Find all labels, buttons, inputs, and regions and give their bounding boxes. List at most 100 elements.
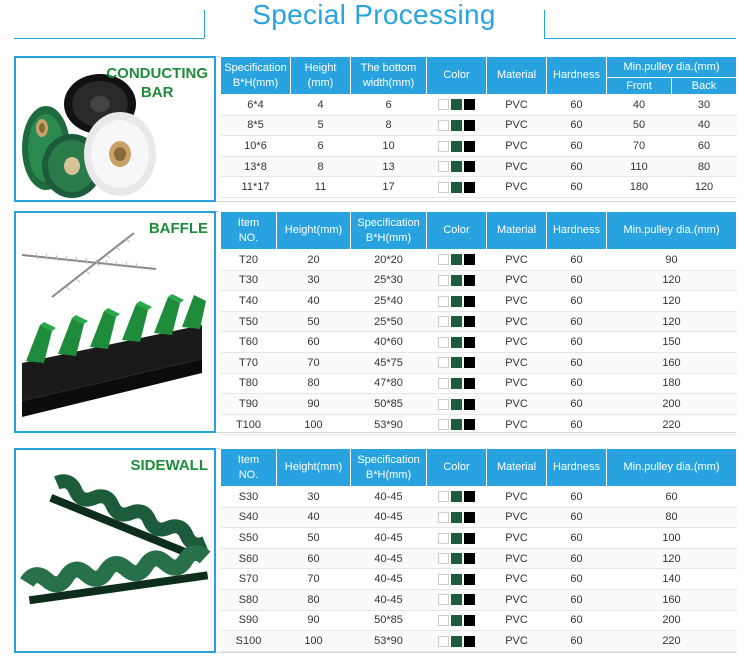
header-color: Color: [426, 448, 487, 487]
cell-hardness: 60: [546, 589, 607, 611]
cell-material: PVC: [486, 290, 547, 312]
color-swatch-green: [451, 357, 462, 369]
cell-min-pulley: 80: [606, 507, 737, 529]
cell-front: 50: [606, 115, 672, 137]
cell-front: 110: [606, 156, 672, 178]
sidewall-label: SIDEWALL: [130, 457, 209, 474]
cell-specification: 6*4: [220, 94, 291, 116]
cell-min-pulley: 180: [606, 373, 737, 395]
cell-back: 60: [671, 135, 737, 157]
color-swatch-white: [438, 553, 449, 565]
color-swatches: [426, 507, 487, 529]
cell-hardness: 60: [546, 135, 607, 157]
cell-material: PVC: [486, 630, 547, 652]
cell-hardness: 60: [546, 94, 607, 116]
cell-item-no: T70: [220, 352, 277, 374]
cell-material: PVC: [486, 507, 547, 529]
cell-bottom-width: 6: [350, 94, 427, 116]
cell-hardness: 60: [546, 115, 607, 137]
cell-material: PVC: [486, 156, 547, 178]
cell-material: PVC: [486, 311, 547, 333]
color-swatches: [426, 135, 487, 157]
cell-specification: 25*30: [350, 270, 427, 292]
color-swatch-green: [451, 336, 462, 348]
cell-height: 60: [276, 548, 351, 570]
cell-item-no: S90: [220, 610, 277, 632]
color-swatches: [426, 373, 487, 395]
cell-hardness: 60: [546, 568, 607, 590]
cell-material: PVC: [486, 373, 547, 395]
cell-item-no: S100: [220, 630, 277, 652]
cell-height: 30: [276, 486, 351, 508]
cell-hardness: 60: [546, 270, 607, 292]
cell-hardness: 60: [546, 331, 607, 353]
color-swatch-white: [438, 419, 449, 431]
cell-bottom-width: 13: [350, 156, 427, 178]
color-swatch-white: [438, 254, 449, 266]
cell-specification: 25*50: [350, 311, 427, 333]
cell-hardness: 60: [546, 352, 607, 374]
header-material: Material: [486, 448, 547, 487]
color-swatch-white: [438, 532, 449, 544]
cell-material: PVC: [486, 589, 547, 611]
cell-height: 90: [276, 610, 351, 632]
color-swatches: [426, 352, 487, 374]
color-swatches: [426, 414, 487, 436]
color-swatch-green: [451, 553, 462, 565]
cell-material: PVC: [486, 176, 547, 198]
color-swatch-white: [438, 594, 449, 606]
title-tick-right: [544, 10, 545, 38]
cell-material: PVC: [486, 270, 547, 292]
cell-height: 100: [276, 630, 351, 652]
color-swatch-white: [438, 140, 449, 152]
cell-specification: 40-45: [350, 568, 427, 590]
color-swatch-black: [464, 181, 475, 193]
cell-specification: 40-45: [350, 527, 427, 549]
cell-specification: 10*6: [220, 135, 291, 157]
color-swatch-white: [438, 119, 449, 131]
cell-height: 40: [276, 507, 351, 529]
color-swatch-black: [464, 398, 475, 410]
color-swatch-black: [464, 99, 475, 111]
color-swatch-green: [451, 398, 462, 410]
cell-back: 40: [671, 115, 737, 137]
conducting-bar-image: CONDUCTING BAR: [14, 56, 216, 202]
cell-hardness: 60: [546, 311, 607, 333]
color-swatch-green: [451, 511, 462, 523]
header-height: Height(mm): [290, 56, 351, 95]
color-swatch-green: [451, 377, 462, 389]
cell-specification: 13*8: [220, 156, 291, 178]
color-swatch-black: [464, 274, 475, 286]
color-swatches: [426, 393, 487, 415]
color-swatch-black: [464, 140, 475, 152]
cell-min-pulley: 60: [606, 486, 737, 508]
cell-height: 70: [276, 352, 351, 374]
color-swatch-black: [464, 357, 475, 369]
cell-hardness: 60: [546, 548, 607, 570]
color-swatch-green: [451, 532, 462, 544]
color-swatch-black: [464, 161, 475, 173]
color-swatch-green: [451, 295, 462, 307]
sidewall-image: SIDEWALL: [14, 448, 216, 653]
color-swatch-black: [464, 491, 475, 503]
header-material: Material: [486, 211, 547, 250]
title-line-right: [544, 38, 736, 39]
color-swatch-white: [438, 295, 449, 307]
cell-min-pulley: 100: [606, 527, 737, 549]
title-line-left: [14, 38, 204, 39]
